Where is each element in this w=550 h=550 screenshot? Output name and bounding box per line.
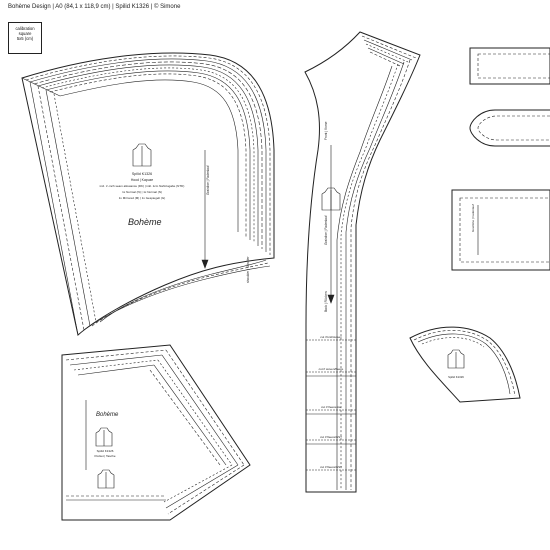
right-grainline-label: Grainline | Fadenlauf	[471, 204, 475, 232]
sleeve-piece-outline	[304, 31, 421, 493]
pocket-piece-outline	[61, 344, 251, 521]
sleeve-grainline-label: Grainline | Fadenlauf	[324, 215, 328, 245]
small-piece-outline	[409, 326, 521, 403]
hood-piece-outline	[21, 52, 275, 336]
sleeve-cut-mark-4: cut if fleece/EST	[320, 435, 342, 439]
hood-seam-allowance: incl. ¼ inch seam allowance (DK) | inkl.…	[100, 184, 185, 188]
sleeve-cut-mark-3: cut if fleece/sw	[321, 405, 342, 409]
small-pattern-number: Spilid K1326	[448, 375, 464, 379]
hood-grainline-label: Grainline | Fadenlauf	[206, 165, 210, 195]
hood-jacket-icon	[132, 143, 152, 167]
hood-name: Hood | Kapuze	[131, 178, 153, 182]
calibration-square: calibration square 5x5 (cm)	[8, 22, 42, 54]
hood-cut-normal: 1x Normal (N) | 1x Normal (N)	[122, 190, 162, 194]
hood-cut-mirrored: 1x Mirrored (M) | 1x Gespiegelt (G)	[119, 196, 165, 200]
sleeve-cut-mark-2: cut if woven/fleece	[319, 367, 344, 371]
pocket-pattern-number: Spilid K1326	[97, 449, 114, 453]
right-tab-piece	[469, 109, 550, 147]
document-header: Bohème Design | A0 (84,1 x 118,9 cm) | S…	[8, 4, 181, 10]
sleeve-cut-mark-1: cut if knit/Jersey	[320, 335, 342, 339]
hood-shoulder-label: shoulder | Schulter	[246, 256, 250, 283]
pocket-jacket-icon-1	[95, 427, 113, 447]
small-jacket-icon	[447, 349, 465, 369]
pocket-brand-logo: Bohème	[96, 412, 119, 418]
calibration-size: 5x5 (cm)	[16, 36, 34, 41]
hood-pattern-number: Spilid K1326	[132, 172, 152, 176]
right-strip-piece	[469, 47, 550, 85]
calibration-label: calibration square	[15, 26, 35, 36]
sleeve-back-mark: Back | Rücken	[324, 291, 328, 312]
pocket-name: Pocket | Tasche	[94, 454, 115, 458]
sleeve-front-mark: Front | Vorne	[324, 121, 328, 140]
sleeve-cut-mark-5: cut if fleece/EST	[320, 465, 342, 469]
hood-brand-logo: Bohème	[128, 217, 162, 227]
pocket-jacket-icon-2	[97, 469, 115, 489]
sleeve-jacket-icon	[321, 187, 341, 211]
right-rect-piece	[451, 189, 550, 271]
